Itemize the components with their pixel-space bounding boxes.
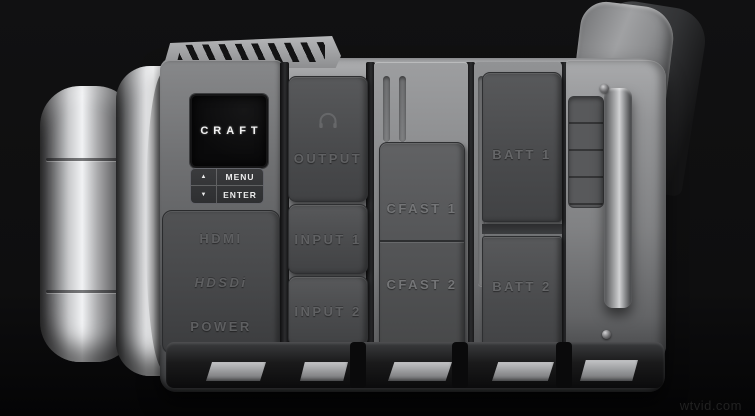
rear-grip-pad: [568, 96, 604, 208]
mounting-foot: [300, 362, 348, 381]
ring-groove: [46, 290, 130, 293]
hdmi-label: HDMI: [199, 231, 243, 246]
craft-logo: CRAFT: [200, 125, 263, 137]
hdsdi-label: HDSDi: [194, 275, 248, 290]
base-gap: [556, 342, 572, 388]
screw: [602, 330, 611, 339]
menu-button-cluster: ▲ MENU ▼ ENTER: [190, 168, 264, 204]
batt1-door: BATT 1: [482, 72, 562, 222]
battery-bay-gap: [482, 224, 562, 234]
door-seam: [380, 240, 464, 242]
batt2-door: BATT 2: [482, 236, 562, 354]
mounting-foot: [492, 362, 554, 381]
module-gap: [466, 62, 475, 354]
mounting-foot: [388, 362, 452, 381]
down-arrow-button: ▼: [191, 186, 217, 203]
enter-button: ENTER: [223, 189, 257, 200]
front-io-panel: HDMI HDSDi POWER: [162, 210, 280, 354]
power-label: POWER: [190, 319, 252, 334]
vent-slots: [177, 42, 325, 62]
up-arrow-icon: ▲: [200, 174, 207, 180]
slot-groove: [478, 76, 485, 286]
slot-groove: [383, 76, 390, 142]
cfast-door: CFAST 1 CFAST 2: [379, 142, 465, 352]
base-gap: [350, 342, 366, 388]
module-gap: [280, 62, 289, 354]
menu-button: MENU: [217, 169, 263, 186]
module-gap: [560, 62, 569, 362]
mounting-foot: [206, 362, 266, 381]
module-gap: [366, 62, 375, 354]
watermark: wtvid.com: [679, 398, 742, 413]
input2-label: INPUT 2: [294, 303, 362, 319]
input1-door: INPUT 1: [288, 204, 368, 274]
mounting-foot: [580, 360, 638, 381]
screw: [600, 84, 609, 93]
output-door: OUTPUT: [288, 76, 368, 202]
cfast2-label: CFAST 2: [386, 277, 458, 292]
batt1-label: BATT 1: [492, 146, 552, 162]
output-label: OUTPUT: [293, 151, 363, 166]
grip-ribs: [569, 97, 603, 207]
lcd-screen: CRAFT: [190, 94, 268, 168]
batt2-label: BATT 2: [492, 278, 552, 294]
slot-groove: [399, 76, 406, 142]
rear-handle-rail: [604, 88, 632, 308]
cfast1-label: CFAST 1: [386, 201, 458, 216]
down-arrow-icon: ▼: [200, 191, 207, 198]
input1-label: INPUT 1: [294, 231, 362, 247]
up-arrow-button: ▲: [191, 169, 217, 186]
base-gap: [452, 342, 468, 388]
input2-door: INPUT 2: [288, 276, 368, 346]
headphones-icon: [319, 112, 337, 128]
ring-groove: [46, 158, 130, 161]
